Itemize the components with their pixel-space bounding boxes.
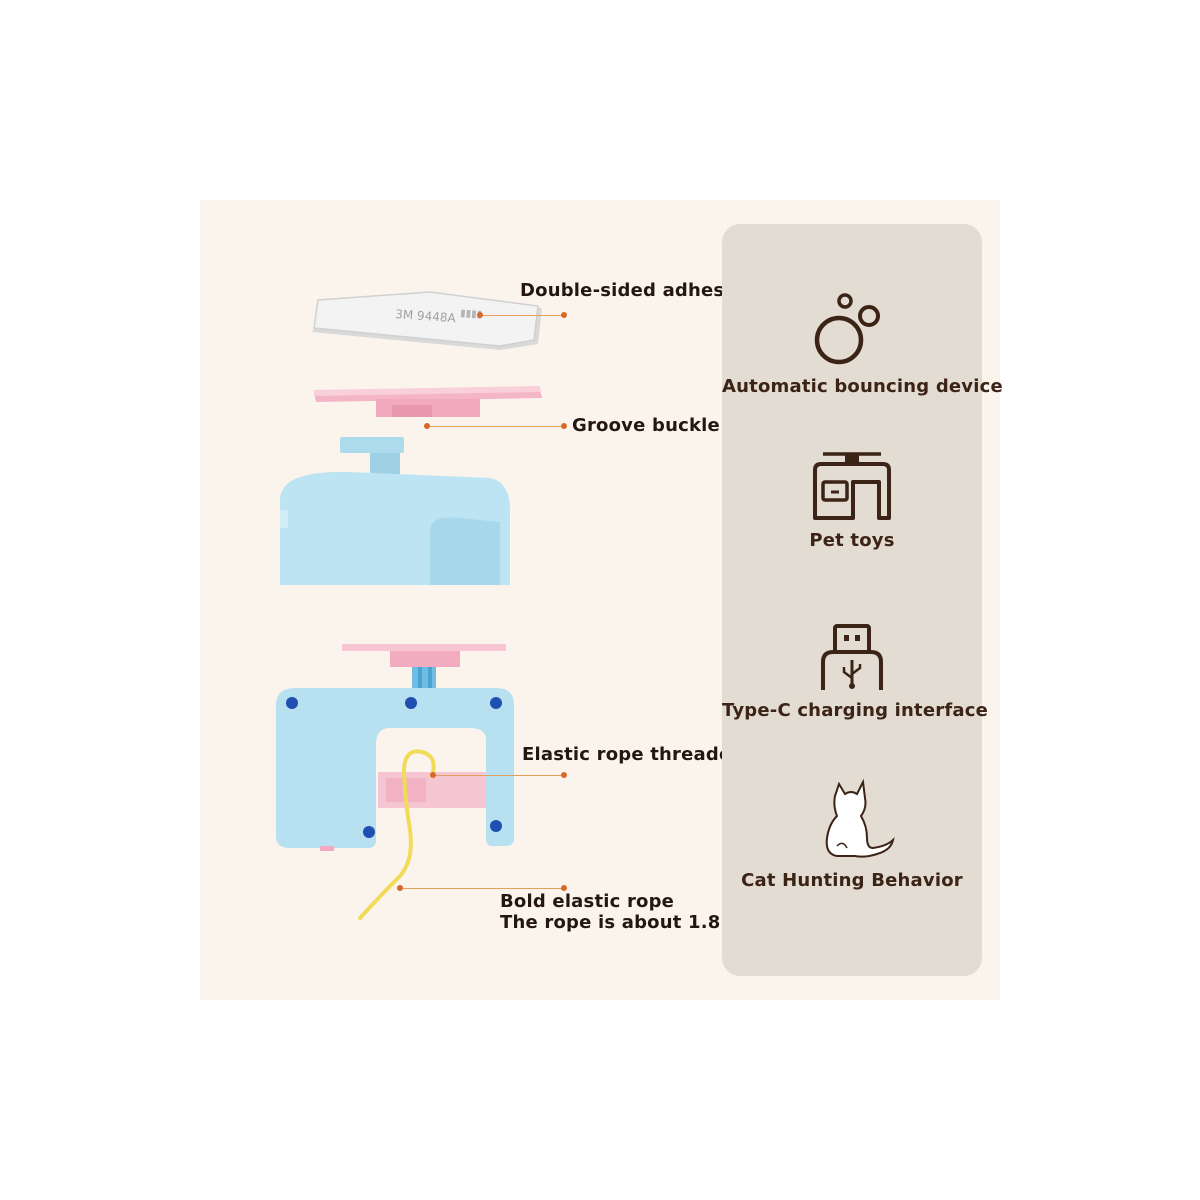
leader-dot-groove-end <box>561 423 567 429</box>
feature-label-bouncing: Automatic bouncing device <box>722 376 1003 397</box>
feature-cat-hunting: Cat Hunting Behavior <box>722 776 982 891</box>
desk-toy-icon <box>813 452 891 520</box>
svg-text:▮▮▮▮: ▮▮▮▮ <box>460 308 483 321</box>
groove-buckle-bottom <box>342 644 506 689</box>
callout-groove: Groove buckle <box>572 415 720 436</box>
leader-dot-rope-end <box>561 885 567 891</box>
leader-roller <box>434 775 564 776</box>
housing-top-view <box>280 437 510 585</box>
leader-dot-roller-end <box>561 772 567 778</box>
leader-groove <box>428 426 564 427</box>
housing-front-view <box>276 688 514 851</box>
tape-print: 3M 9448A <box>395 307 457 325</box>
elastic-rope <box>358 749 436 920</box>
feature-pet-toys: Pet toys <box>722 450 982 551</box>
feature-label-type-c: Type-C charging interface <box>722 700 988 721</box>
leader-dot-tape <box>477 312 483 318</box>
leader-dot-roller <box>430 772 436 778</box>
feature-label-pet-toys: Pet toys <box>809 530 895 551</box>
leader-tape <box>482 315 564 316</box>
leader-dot-tape-end <box>561 312 567 318</box>
feature-label-cat-hunting: Cat Hunting Behavior <box>741 870 963 891</box>
leader-rope <box>402 888 564 889</box>
feature-bouncing: Automatic bouncing device <box>722 292 1003 397</box>
leader-dot-rope <box>397 885 403 891</box>
feature-type-c: Type-C charging interface <box>722 622 988 721</box>
callout-bold-rope-line1: Bold elastic rope <box>500 891 675 912</box>
product-illustration: 3M 9448A ▮▮▮▮ <box>276 291 542 920</box>
feature-panel: Automatic bouncing device Pet toys <box>722 224 1003 976</box>
bubbles-icon <box>814 293 880 365</box>
groove-buckle-top <box>314 386 542 417</box>
adhesive-tape: 3M 9448A ▮▮▮▮ <box>312 291 542 350</box>
usb-icon <box>821 624 883 690</box>
cat-icon <box>825 778 895 858</box>
product-canvas: 3M 9448A ▮▮▮▮ <box>200 200 1003 1000</box>
leader-dot-groove <box>424 423 430 429</box>
